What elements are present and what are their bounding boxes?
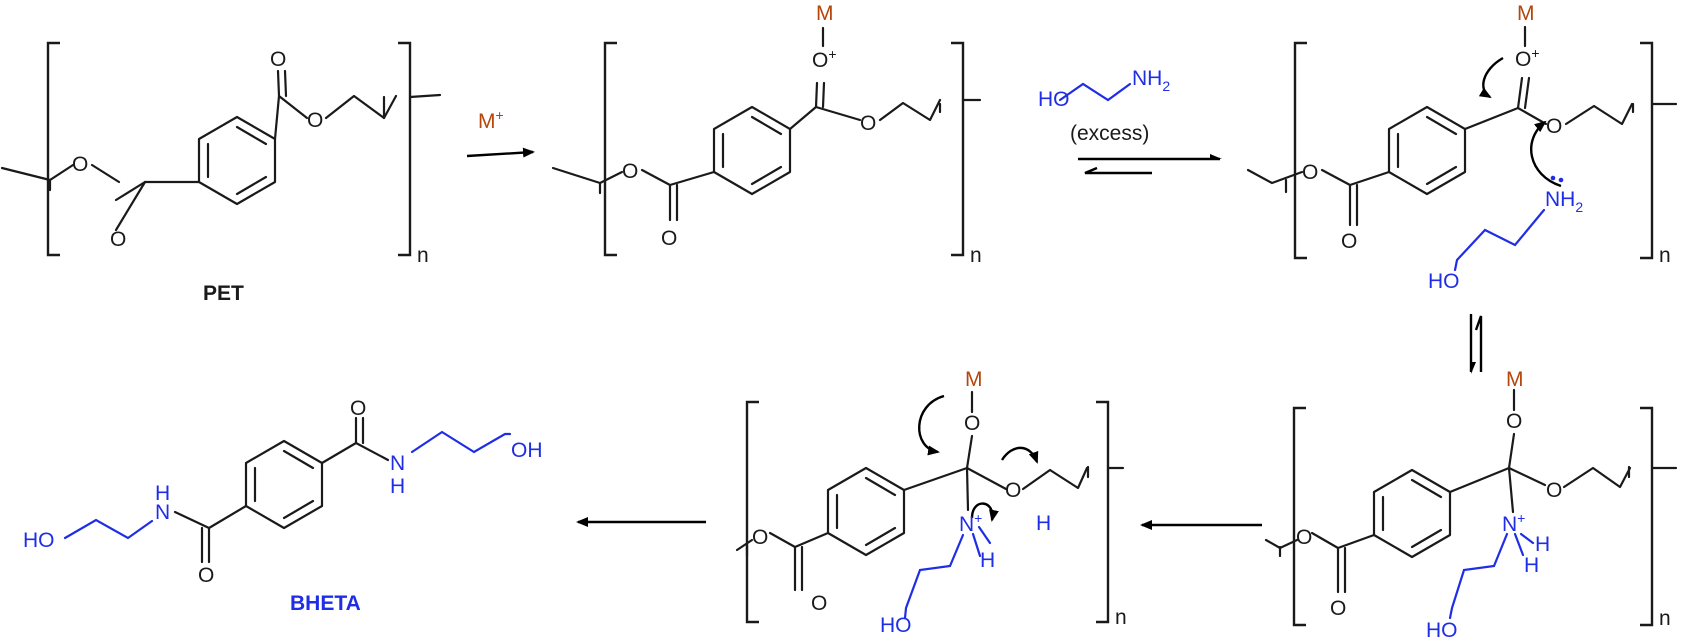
repeat-n: n [417, 244, 429, 267]
atom-o-ester-8: O [1296, 526, 1312, 549]
atom-o-plus: O+ [812, 46, 837, 72]
atom-o-metal-alkoxide: O [1506, 410, 1522, 433]
pet-structure [0, 41, 442, 257]
amide-h-1: H [390, 475, 405, 498]
pet-name: PET [203, 282, 244, 305]
curved-arrow-4 [1000, 446, 1039, 464]
ammonium-h4: H [980, 549, 995, 572]
atom-o-ester-4: O [622, 160, 638, 183]
atom-o-carbonyl-1: O [270, 48, 286, 71]
proton-transfer-intermediate [735, 390, 1125, 624]
repeat-n-4: n [1659, 607, 1671, 630]
ammonium-n: N+ [1502, 510, 1525, 536]
repeat-n-5: n [1115, 606, 1127, 629]
tetrahedral-intermediate-right-labels: M O O O O N+ H H HO n [1296, 368, 1671, 641]
atom-o-ester-1: O [307, 109, 323, 132]
attacking-nh2: NH2 [1545, 188, 1583, 215]
vertical-equilibrium-arrows [1469, 314, 1483, 374]
atom-o-ester-9: O [1005, 479, 1021, 502]
coordination-step: M+ [466, 107, 535, 158]
curved-arrow-1 [1478, 56, 1504, 99]
metal-coordinated-pet [551, 26, 982, 257]
repeat-n-2: n [970, 244, 982, 267]
atom-o-carbonyl-10: O [811, 592, 827, 615]
amide-h-2: H [155, 482, 170, 505]
atom-o-carbonyl-8: O [1330, 597, 1346, 620]
excess-label: (excess) [1070, 122, 1149, 145]
atom-o-ester-5: O [1546, 115, 1562, 138]
equilibrium-reverse-arrow [1084, 166, 1152, 175]
curved-arrow-5 [970, 502, 999, 522]
atom-o-plus-2: O+ [1515, 45, 1540, 71]
ethanolamine-nh2: NH2 [1132, 67, 1170, 94]
ethanolamine-ho: HO [1038, 88, 1070, 111]
atom-o-ester-7: O [1546, 479, 1562, 502]
metal-coordinated-pet-labels: M O+ O O O n [622, 2, 982, 267]
atom-o-carbonyl-2: O [110, 228, 126, 251]
ammonium-h1: H [1535, 533, 1550, 556]
tetrahedral-intermediate-right [1264, 388, 1678, 627]
metal-label-3: M [1506, 368, 1524, 391]
lone-pair-dot [1550, 175, 1556, 181]
amide-n-2: N [155, 501, 170, 524]
proton-transfer-labels: M O O O O N+ H H HO n [752, 368, 1127, 637]
ammonium-h3: H [1036, 512, 1051, 535]
atom-o-ester-2: O [72, 153, 88, 176]
vertical-arrow-up [1474, 315, 1483, 372]
atom-o-carbonyl-6: O [1341, 230, 1357, 253]
atom-o-ester-3: O [860, 112, 876, 135]
intermediate-ho-2: HO [880, 614, 912, 637]
curved-arrow-2 [1529, 120, 1562, 188]
ammonium-n-2: N+ [959, 510, 982, 536]
ammonium-h2: H [1524, 554, 1539, 577]
atom-o-ester-10: O [752, 526, 768, 549]
intermediate-ho: HO [1426, 619, 1458, 641]
metal-cation-label: M+ [478, 107, 504, 133]
atom-o-amide-1: O [350, 397, 366, 420]
metal-label: M [816, 2, 834, 25]
metal-label-4: M [965, 368, 983, 391]
bheta-structure [63, 416, 512, 564]
pet-atom-labels: O O O O n PET [72, 48, 429, 305]
aminolysis-step: HO NH2 (excess) [1038, 67, 1222, 175]
curved-arrow-3 [918, 394, 945, 456]
lone-pair-dot [1558, 177, 1564, 183]
atom-o-metal-alkoxide-2: O [964, 412, 980, 435]
metal-label-2: M [1517, 2, 1535, 25]
bheta-labels: O O N H N H OH HO BHETA [23, 397, 543, 615]
bheta-oh: OH [511, 439, 543, 462]
atom-o-ester-6: O [1302, 161, 1318, 184]
forward-arrow-1 [466, 147, 535, 158]
repeat-n-3: n [1659, 244, 1671, 267]
bheta-ho: HO [23, 529, 55, 552]
bheta-name: BHETA [290, 592, 361, 615]
atom-o-carbonyl-4: O [661, 227, 677, 250]
nucleophilic-attack-structure [1246, 25, 1678, 272]
attacking-ho: HO [1428, 270, 1460, 293]
nucleophilic-attack-labels: M O+ O O O NH2 HO n [1302, 2, 1671, 293]
atom-o-amide-2: O [198, 564, 214, 587]
amide-n-1: N [390, 452, 405, 475]
